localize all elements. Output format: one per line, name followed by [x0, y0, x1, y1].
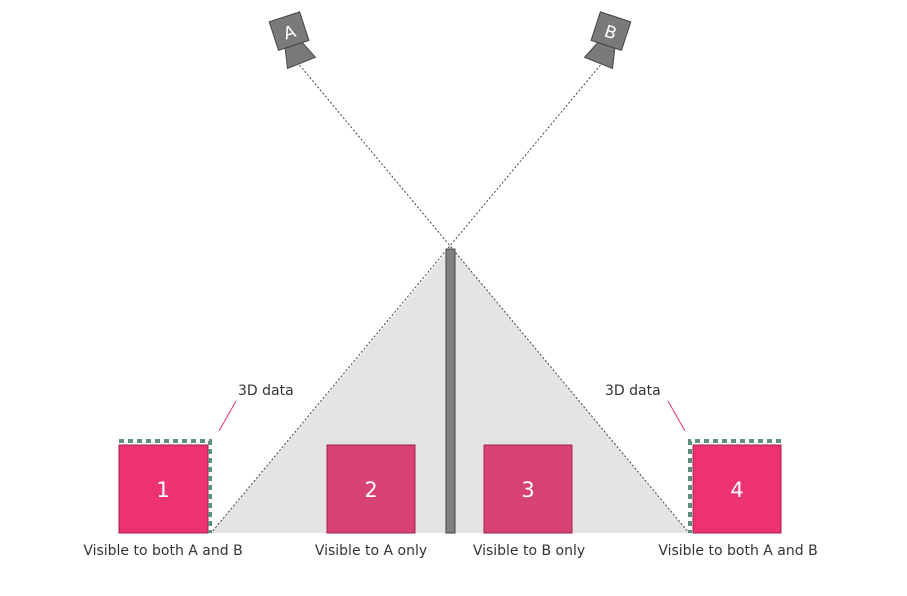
box-1: 1: [118, 444, 209, 534]
callout-line-left: [218, 400, 237, 432]
box-4-number: 4: [730, 478, 743, 502]
box-4: 4: [692, 444, 782, 534]
box-3-number: 3: [521, 478, 534, 502]
box-2: 2: [326, 444, 416, 534]
callout-3d-data-left: 3D data: [238, 383, 294, 399]
wall: [445, 248, 456, 534]
callout-3d-data-right: 3D data: [605, 383, 661, 399]
box-3: 3: [483, 444, 573, 534]
box-1-number: 1: [156, 478, 169, 502]
camera-b: B: [583, 11, 632, 70]
box-2-number: 2: [364, 478, 377, 502]
3d-data-border-1: [119, 439, 212, 533]
caption-box-4: Visible to both A and B: [658, 543, 817, 559]
camera-a: A: [268, 11, 317, 70]
caption-box-1: Visible to both A and B: [83, 543, 242, 559]
caption-box-2: Visible to A only: [315, 543, 427, 559]
3d-data-border-4: [688, 439, 781, 533]
caption-box-3: Visible to B only: [473, 543, 585, 559]
callout-line-right: [667, 400, 686, 432]
